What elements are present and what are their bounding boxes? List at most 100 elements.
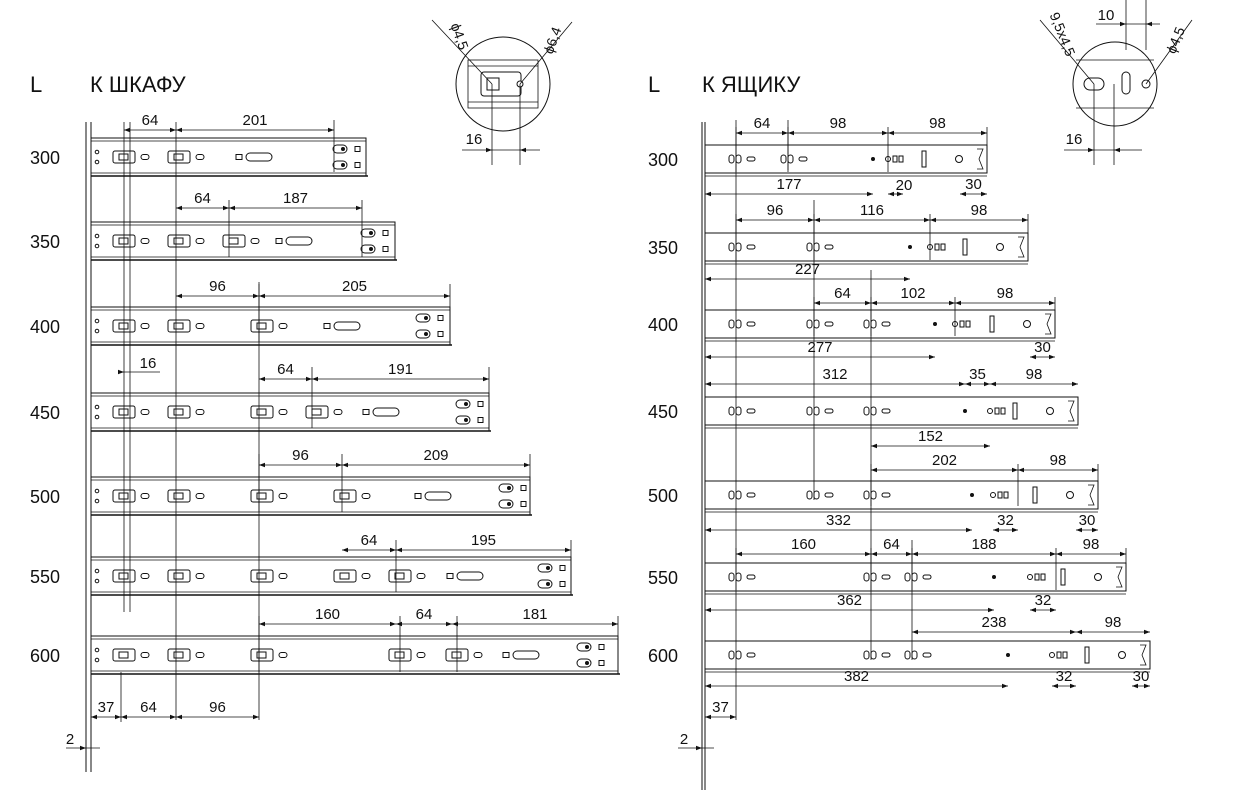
dimension-arrow xyxy=(1012,467,1018,473)
cabinet-rail-450: 450 xyxy=(30,392,491,432)
mount-hole xyxy=(904,572,911,582)
lock-wheel xyxy=(1094,573,1102,581)
mount-hole xyxy=(922,652,932,658)
cabinet-rail-600: 600 xyxy=(30,635,620,675)
mount-hole xyxy=(922,574,932,580)
mount-hole xyxy=(735,319,742,329)
mount-slot-inner xyxy=(256,322,267,330)
dimension-arrow xyxy=(483,376,489,382)
mount-hole xyxy=(813,319,820,329)
detail-slot-label: 9,5x4,5 xyxy=(1047,10,1079,59)
rail-hole xyxy=(94,159,100,165)
detail-slot-inner xyxy=(486,77,500,91)
mount-hole xyxy=(140,238,150,244)
dim-300-b2-label: 20 xyxy=(896,177,913,194)
dim-bottom-label: 37 xyxy=(712,699,729,716)
dim-550-top-label: 64 xyxy=(883,536,900,553)
dimension-arrow xyxy=(342,462,348,468)
dim-600-label: 64 xyxy=(416,606,433,623)
long-slot xyxy=(512,650,540,660)
end-slot xyxy=(576,642,592,652)
rail-end-hook xyxy=(1018,236,1025,258)
lock-slot xyxy=(962,238,968,256)
mount-slot-inner xyxy=(118,492,129,500)
rail-hole xyxy=(94,498,100,504)
dimension-arrow xyxy=(929,354,935,360)
dimension-arrow xyxy=(705,527,711,533)
mount-hole xyxy=(870,319,877,329)
mount-hole xyxy=(870,490,877,500)
mount-slot-inner xyxy=(256,408,267,416)
end-slot xyxy=(537,579,553,589)
dim-550-label: 64 xyxy=(361,532,378,549)
dim-450-b1-label: 152 xyxy=(918,428,943,445)
mount-slot-inner xyxy=(118,237,129,245)
mount-hole xyxy=(780,154,787,164)
lock-wheel xyxy=(996,243,1004,251)
long-slot xyxy=(456,571,484,581)
group-mark xyxy=(1056,651,1062,659)
dim-550-b2-label: 32 xyxy=(1035,592,1052,609)
dimension-arrow xyxy=(867,191,873,197)
dimension-arrow xyxy=(176,127,182,133)
end-slot xyxy=(537,563,553,573)
dimension-arrow xyxy=(446,621,452,627)
dimension-arrow xyxy=(1070,683,1076,689)
end-slot xyxy=(498,499,514,509)
end-slot xyxy=(455,415,471,425)
dim-350-label: 187 xyxy=(283,190,308,207)
end-mark xyxy=(354,146,361,152)
dimension-arrow xyxy=(486,147,492,153)
dimension-arrow xyxy=(259,293,265,299)
dimension-arrow xyxy=(988,607,994,613)
mount-slot-inner xyxy=(118,408,129,416)
mount-hole xyxy=(863,319,870,329)
end-hole xyxy=(585,661,589,665)
mount-slot-inner xyxy=(339,492,350,500)
dimension-arrow xyxy=(121,714,127,720)
dimension-arrow xyxy=(981,191,987,197)
dimension-arrow xyxy=(814,300,820,306)
group-mark xyxy=(965,320,971,328)
detail-offset-label: 16 xyxy=(1066,131,1083,148)
dim-500-label: 209 xyxy=(423,447,448,464)
dimension-arrow xyxy=(871,443,877,449)
mount-hole xyxy=(863,406,870,416)
lock-wheel xyxy=(955,155,963,163)
dimension-arrow xyxy=(1049,300,1055,306)
end-slot xyxy=(498,483,514,493)
dimension-arrow xyxy=(170,127,176,133)
mount-hole xyxy=(746,492,756,498)
mount-hole xyxy=(787,154,794,164)
mount-hole xyxy=(140,323,150,329)
end-hole xyxy=(424,316,428,320)
end-hole xyxy=(464,402,468,406)
dim-bottom-label: 64 xyxy=(140,699,157,716)
detail-offset-label: 16 xyxy=(466,131,483,148)
mount-hole xyxy=(195,323,205,329)
mount-hole xyxy=(881,574,891,580)
dimension-arrow xyxy=(1052,683,1058,689)
mount-slot-inner xyxy=(228,237,239,245)
dimension-arrow xyxy=(705,354,711,360)
dimension-arrow xyxy=(912,629,918,635)
dimension-arrow xyxy=(1049,354,1055,360)
drawer-title: К ЯЩИКУ xyxy=(702,72,801,97)
rail-end-hook xyxy=(1140,644,1147,666)
dimension-arrow xyxy=(259,376,265,382)
mount-slot-inner xyxy=(173,237,184,245)
dimension-arrow xyxy=(696,745,702,751)
dimension-arrow xyxy=(312,376,318,382)
dimension-arrow xyxy=(259,621,265,627)
dim-350-top-label: 116 xyxy=(860,202,884,219)
cabinet-rail-400: 400 xyxy=(30,306,452,346)
dimension-arrow xyxy=(115,714,121,720)
dimension-arrow xyxy=(871,551,877,557)
dimension-arrow xyxy=(871,300,877,306)
pin-hole xyxy=(992,575,996,579)
dimension-arrow xyxy=(705,276,711,282)
pin-hole xyxy=(1006,653,1010,657)
dimension-arrow xyxy=(253,714,259,720)
dimension-arrow xyxy=(705,607,711,613)
